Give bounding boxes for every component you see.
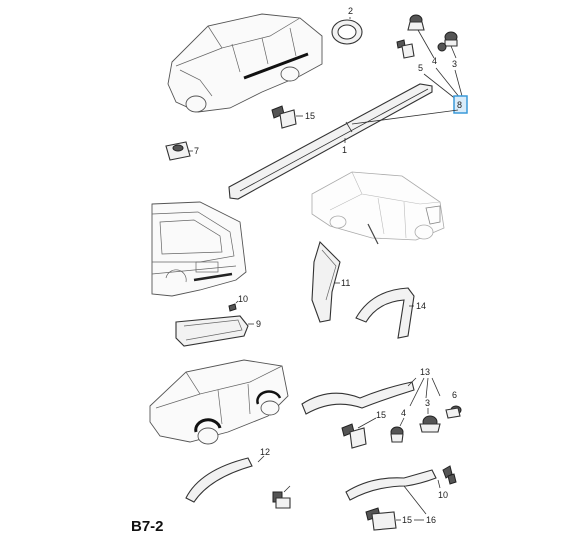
arch-moulding-part-12: 12: [185, 447, 270, 503]
label-3b: 3: [425, 398, 430, 408]
wheel-arch-part-14: 14: [355, 287, 426, 339]
arch-moulding-part-13: 13: [301, 367, 441, 415]
label-6: 6: [452, 390, 457, 400]
label-13: 13: [420, 367, 430, 377]
rear-moulding-part-9: 9 10: [175, 294, 261, 347]
label-4a: 4: [432, 56, 437, 66]
label-15a: 15: [305, 111, 315, 121]
label-1: 1: [342, 145, 347, 155]
label-10b: 10: [438, 490, 448, 500]
label-15b: 15: [376, 410, 386, 420]
arch-moulding-part-16: 10 15 16: [345, 465, 457, 531]
car-illustration-bottom: [149, 359, 289, 445]
clip-group-top: 4 3 5: [396, 14, 463, 101]
clip-part-7: 7: [165, 141, 199, 161]
car-illustration-hatchback: [311, 171, 445, 245]
label-16: 16: [426, 515, 436, 525]
clip-part-10-bottom: [272, 485, 291, 509]
label-8: 8: [457, 100, 462, 110]
label-14: 14: [416, 301, 426, 311]
label-3a: 3: [452, 59, 457, 69]
label-2: 2: [348, 6, 353, 16]
label-7: 7: [194, 146, 199, 156]
label-15c: 15: [402, 515, 412, 525]
callout-8-box: [453, 95, 468, 114]
label-11: 11: [341, 278, 350, 288]
label-4b: 4: [401, 408, 406, 418]
diagram-code: B7-2: [131, 518, 164, 535]
clip-group-bottom: 15 4 3 6: [341, 390, 462, 449]
grommet-part-2: 2: [331, 6, 363, 45]
screw-clip-part-15-top: 15: [271, 105, 315, 129]
wheel-flare-part-11: 11: [311, 240, 350, 323]
side-moulding-part-1: 1: [228, 83, 459, 200]
callout-8: 8: [453, 95, 468, 114]
label-10a: 10: [238, 294, 248, 304]
label-12: 12: [260, 447, 270, 457]
label-9: 9: [256, 319, 261, 329]
label-5: 5: [418, 63, 423, 73]
car-illustration-top: [167, 13, 323, 113]
car-illustration-rear: [151, 201, 247, 297]
